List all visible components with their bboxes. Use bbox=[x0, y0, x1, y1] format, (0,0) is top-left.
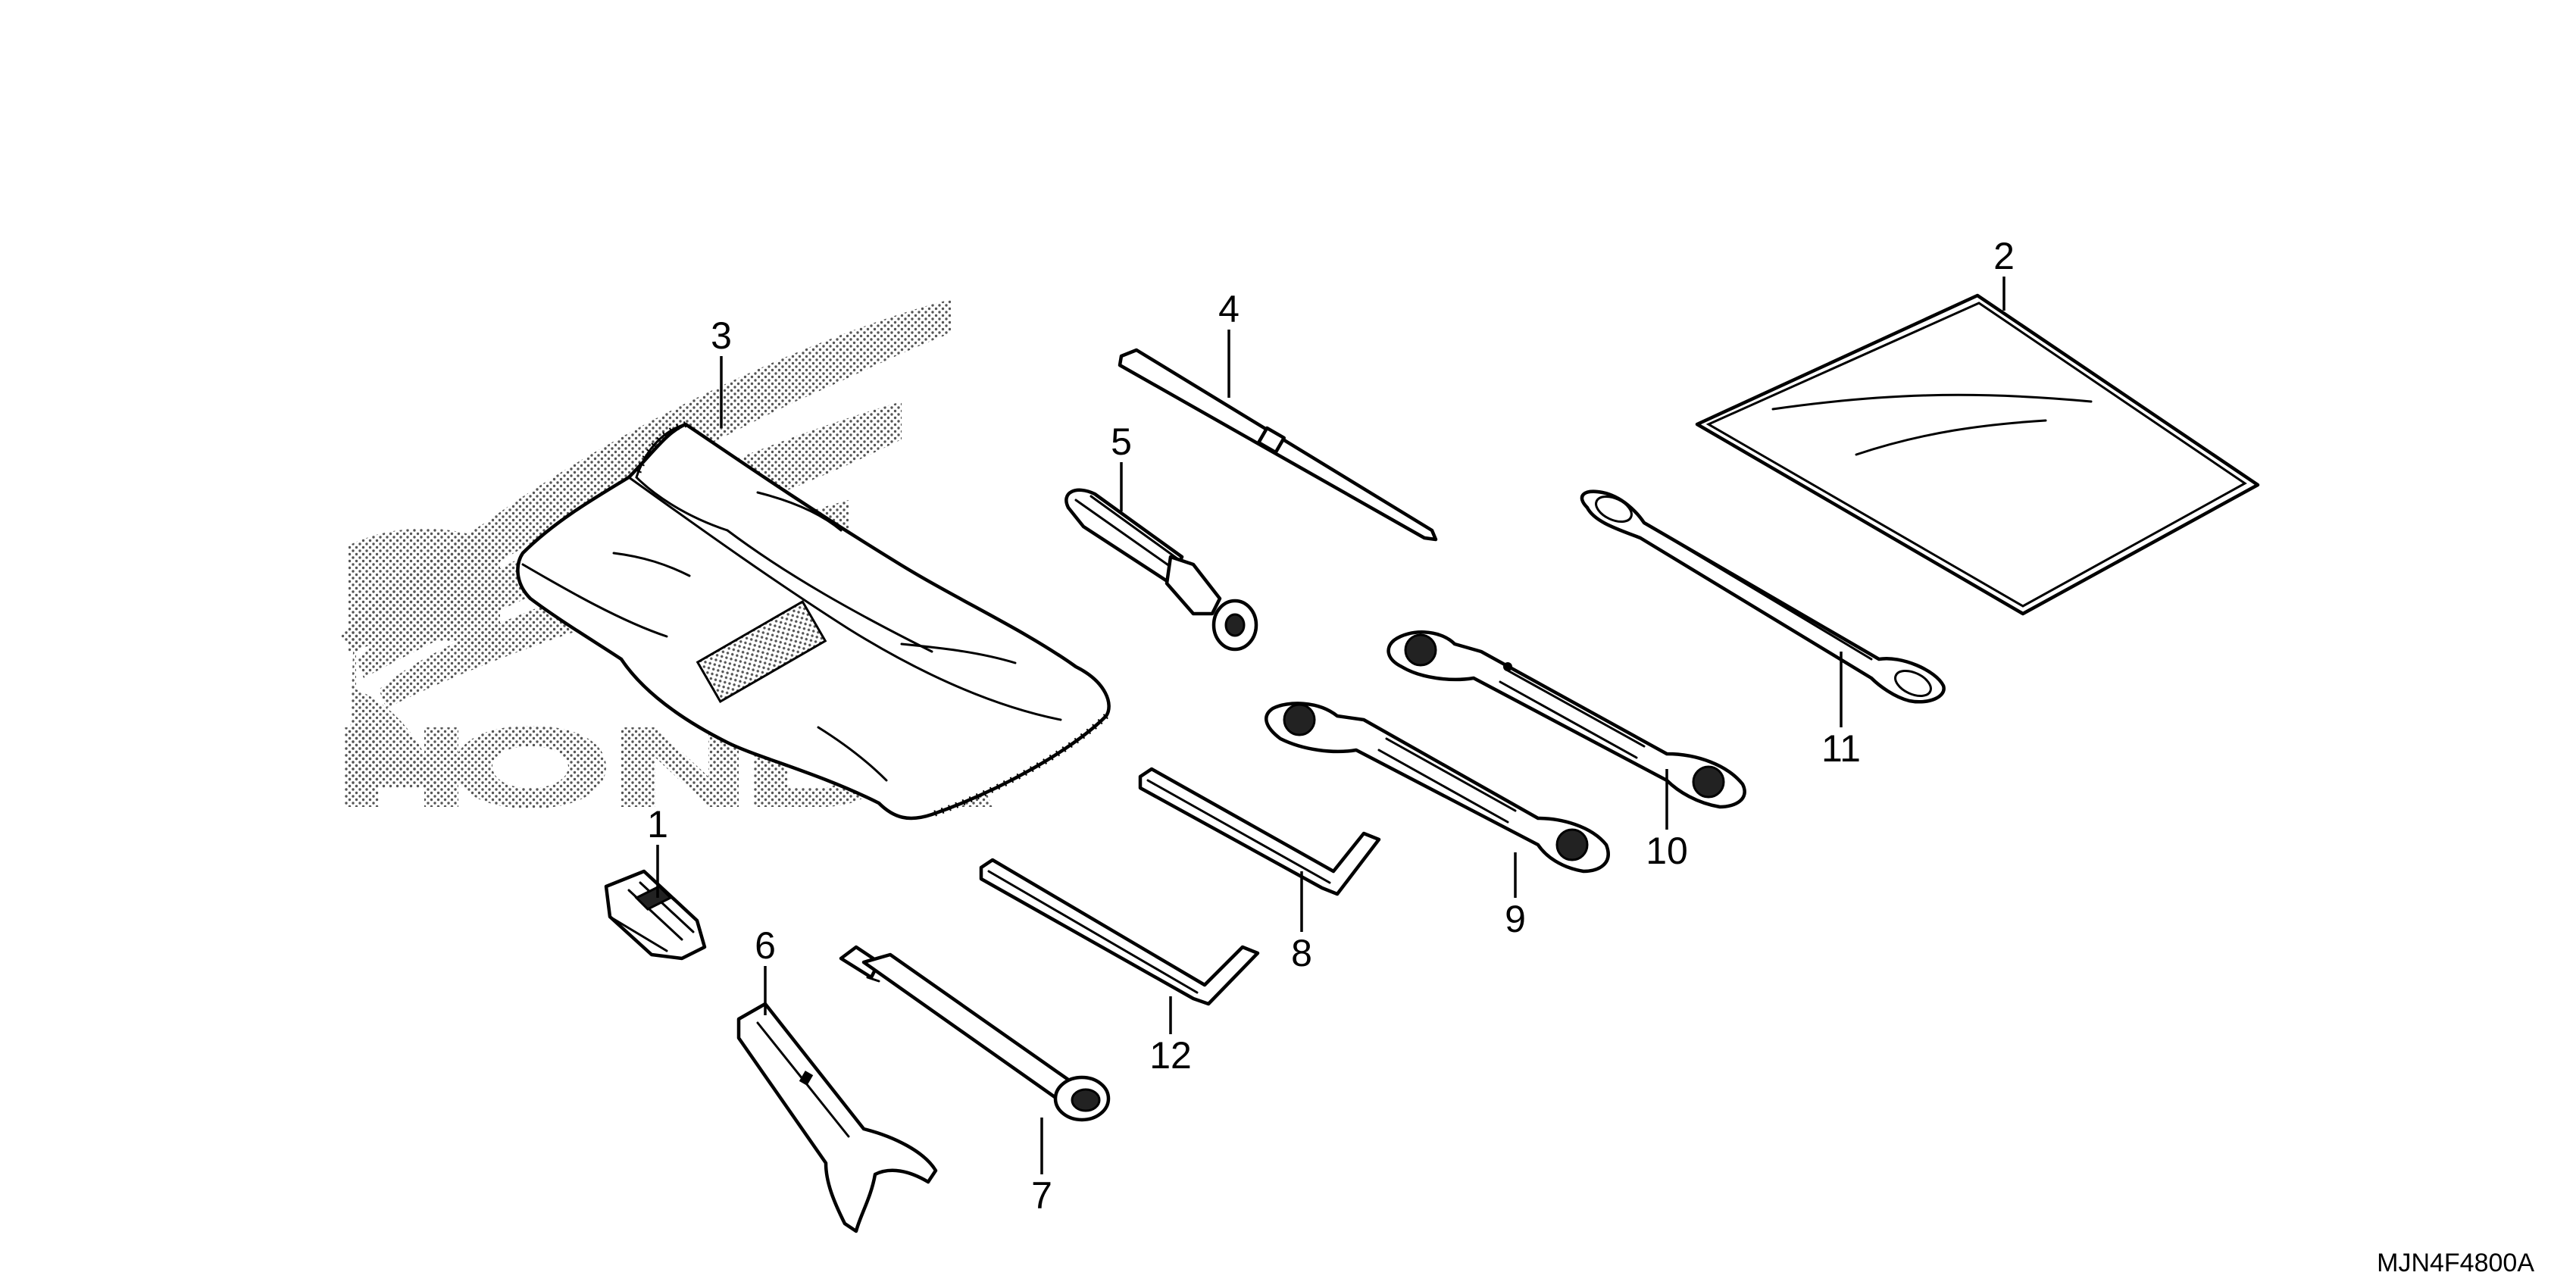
callout-10[interactable]: 10 bbox=[1646, 830, 1688, 872]
part-1-clip[interactable] bbox=[604, 869, 707, 961]
part-5-screwdriver-handle[interactable] bbox=[1064, 488, 1258, 652]
callouts: 1 2 3 4 5 6 7 8 9 10 11 12 bbox=[647, 235, 2015, 1217]
callout-3[interactable]: 3 bbox=[711, 314, 732, 357]
part-2-plastic-sheet[interactable] bbox=[1695, 293, 2260, 616]
part-7-extension-bar[interactable] bbox=[839, 945, 1111, 1122]
callout-1[interactable]: 1 bbox=[647, 803, 668, 846]
part-8-hex-wrench[interactable] bbox=[1138, 767, 1381, 896]
part-4-screwdriver[interactable] bbox=[1118, 348, 1438, 542]
part-10-box-end-wrench[interactable] bbox=[1386, 630, 1746, 809]
part-12-hex-wrench[interactable] bbox=[979, 858, 1260, 1006]
part-9-box-end-wrench[interactable] bbox=[1265, 702, 1610, 874]
callout-2[interactable]: 2 bbox=[1993, 235, 2015, 277]
callout-9[interactable]: 9 bbox=[1505, 898, 1526, 940]
part-11-grip-handle[interactable] bbox=[1580, 489, 1946, 704]
callout-5[interactable]: 5 bbox=[1111, 420, 1132, 463]
callout-4[interactable]: 4 bbox=[1218, 288, 1240, 330]
part-6-pin-spanner[interactable] bbox=[736, 1002, 938, 1233]
callout-6[interactable]: 6 bbox=[755, 924, 776, 967]
callout-11[interactable]: 11 bbox=[1821, 727, 1861, 770]
callout-8[interactable]: 8 bbox=[1291, 932, 1312, 974]
diagram-code: MJN4F4800A bbox=[2377, 1249, 2534, 1277]
part-3-tool-roll[interactable] bbox=[516, 421, 1111, 821]
leader-lines bbox=[656, 277, 2005, 1174]
callout-12[interactable]: 12 bbox=[1149, 1034, 1192, 1077]
callout-7[interactable]: 7 bbox=[1031, 1174, 1052, 1217]
